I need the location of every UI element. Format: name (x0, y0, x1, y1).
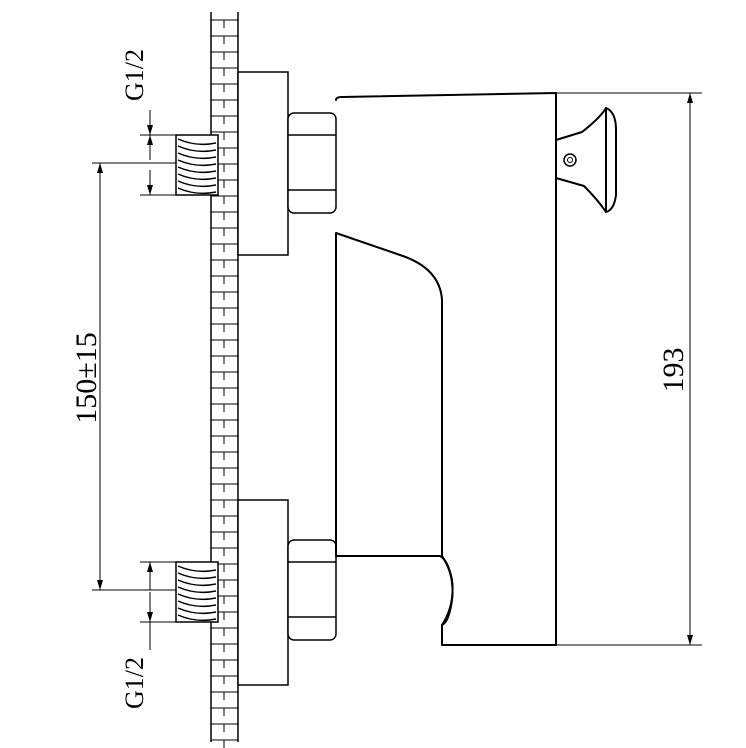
thread-connector-bottom (175, 561, 219, 623)
mounting-plate-top (237, 71, 289, 256)
handle-knob (555, 107, 617, 213)
dimension-thread-bottom: G1/2 (120, 561, 176, 709)
mounting-plate-bottom (237, 499, 289, 686)
dimension-spacing: 150±15 (70, 162, 176, 591)
dimension-height: 193 (556, 92, 702, 646)
thread-bottom-label: G1/2 (120, 657, 149, 709)
thread-top-label: G1/2 (120, 49, 149, 101)
faucet-body (335, 92, 557, 646)
dimension-thread-top: G1/2 (120, 49, 176, 196)
wall-section (210, 12, 239, 748)
spacing-dimension-label: 150±15 (70, 332, 103, 423)
height-dimension-label: 193 (657, 348, 690, 393)
hex-nut-bottom (287, 539, 337, 641)
hex-nut-top (287, 112, 337, 214)
thread-connector-top (175, 134, 219, 196)
